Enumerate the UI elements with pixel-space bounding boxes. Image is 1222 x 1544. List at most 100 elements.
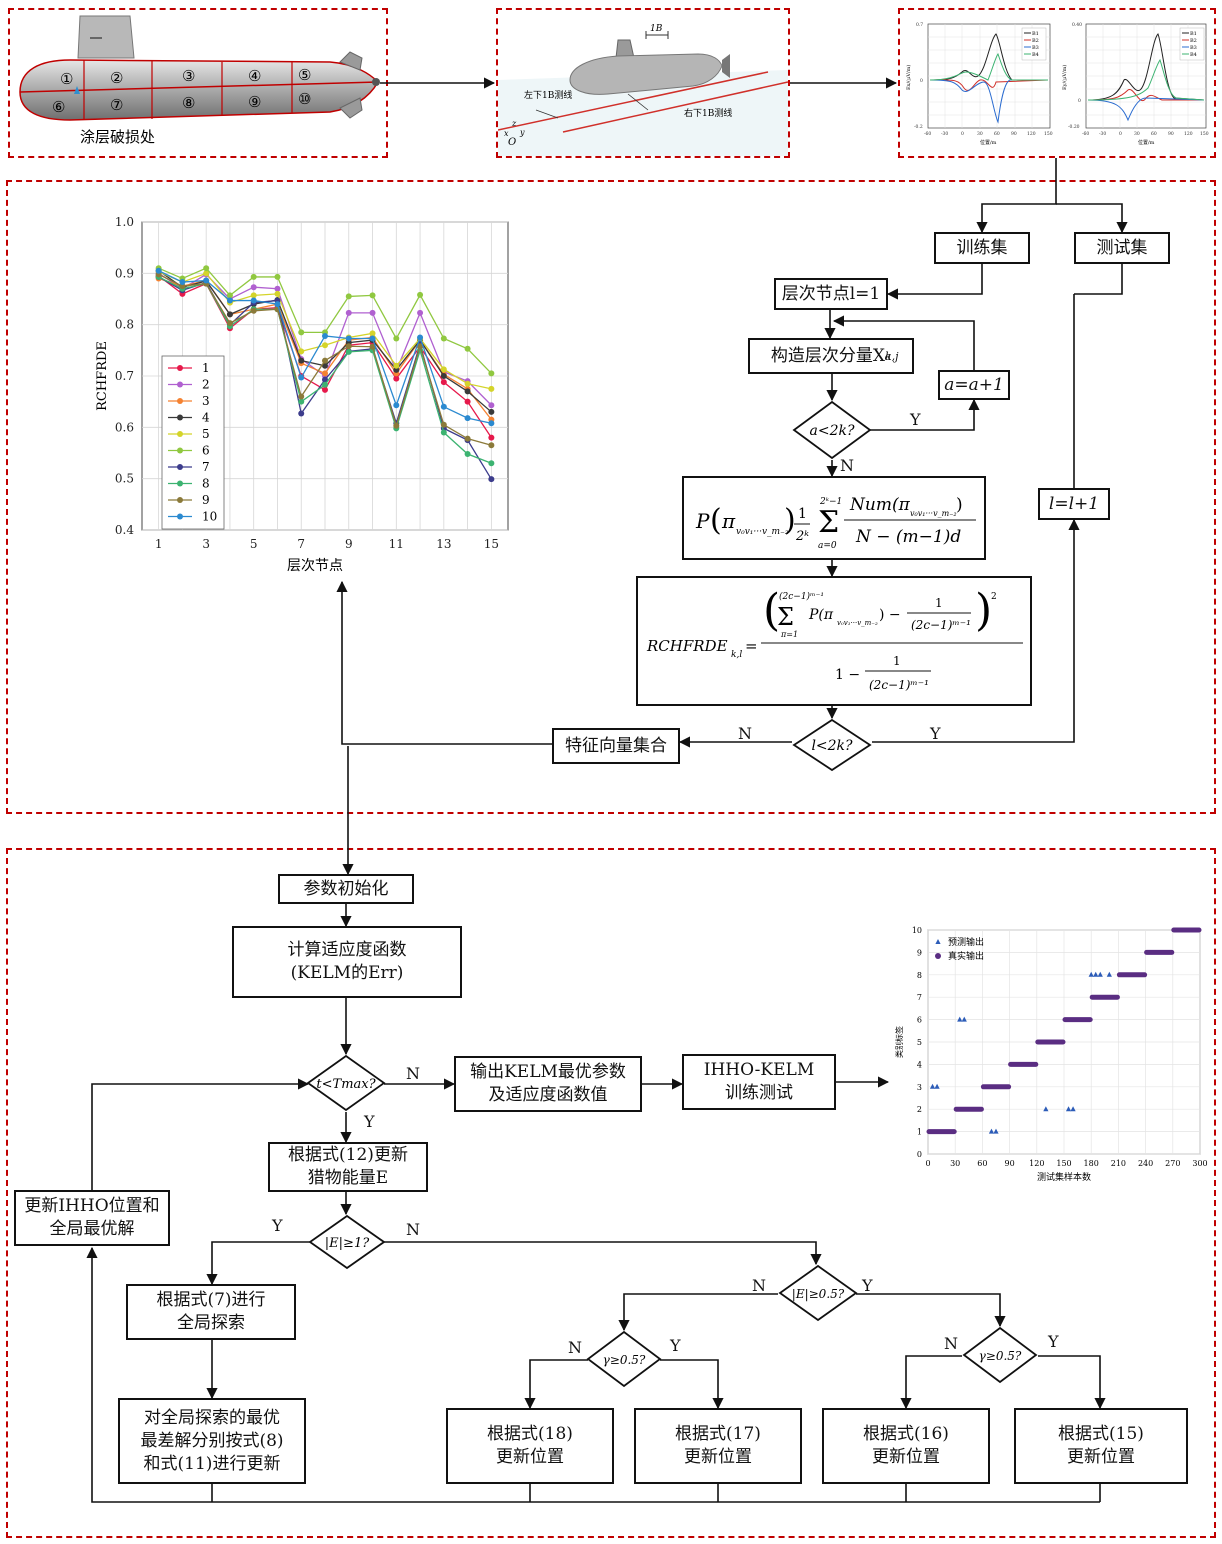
cond-r-right-yes: Y: [1048, 1332, 1059, 1351]
svg-text:P(π: P(π: [808, 607, 834, 623]
data-point-10: [179, 279, 186, 286]
legend-label-10: 10: [202, 510, 217, 524]
data-point-2: [274, 285, 281, 292]
svg-text:(2c−1)ᵐ⁻¹: (2c−1)ᵐ⁻¹: [869, 678, 929, 692]
panel-optimization: [6, 848, 1216, 1538]
x-tick-label: 210: [1111, 1159, 1126, 1168]
data-point-8: [298, 398, 305, 405]
left-ylabel: Ex/(μV/m): [905, 65, 912, 90]
legend-box: [161, 355, 225, 530]
data-point-10: [298, 374, 305, 381]
right-xtick: 30: [1134, 131, 1140, 137]
legend-marker-true: [935, 953, 941, 959]
x-axis-label: 层次节点: [287, 558, 343, 574]
data-point-1: [488, 434, 495, 441]
right-ytick: -0.20: [1068, 124, 1080, 130]
cond-a-diamond: a<2k?: [792, 400, 872, 460]
cond-r-left-no: N: [568, 1338, 582, 1357]
legend-marker-10: [177, 513, 183, 520]
y-tick-label: 7: [917, 993, 922, 1002]
left-legend-4: B4: [1032, 52, 1039, 58]
svg-text:v₀v₁···v_m₋₂: v₀v₁···v_m₋₂: [910, 509, 957, 518]
y-tick-label: 3: [917, 1083, 922, 1092]
svg-text:RCHFRDE: RCHFRDE: [646, 637, 728, 655]
data-point-8: [345, 348, 352, 355]
field-plot-left: B1 B2 B3 B4 Ex/(μV/m) 位置/m 0.7 0 -0.2 -6…: [905, 22, 1053, 146]
left-ytick: 0.7: [916, 22, 923, 28]
data-point-6: [274, 273, 281, 280]
svg-text:π: π: [721, 509, 736, 533]
legend-marker-9: [177, 497, 183, 503]
right-line-label: 右下1B测线: [684, 107, 732, 119]
train-set-box: 训练集: [934, 232, 1030, 264]
data-point-10: [464, 415, 471, 422]
svg-text:Σ: Σ: [777, 603, 794, 631]
data-point-6: [250, 273, 257, 280]
data-point-4: [440, 373, 447, 379]
right-xtick: -30: [1099, 131, 1106, 137]
test-set-box: 测试集: [1074, 232, 1170, 264]
x-tick-label: 15: [484, 537, 499, 551]
zone-label: ②: [110, 69, 123, 87]
legend-label-true: 真实输出: [948, 950, 984, 962]
cond-e05-diamond: |E|≥0.5?: [778, 1264, 858, 1322]
legend-label-8: 8: [202, 477, 210, 491]
x-tick-label: 11: [389, 537, 404, 551]
legend-marker-1: [177, 365, 183, 371]
axis-y: y: [519, 128, 525, 137]
cond-l-no: N: [738, 724, 752, 743]
panel-field-plots: [898, 8, 1216, 158]
x-tick-label: 270: [1165, 1159, 1180, 1168]
right-ytick: 0.40: [1072, 22, 1082, 28]
y-tick-label: 4: [917, 1060, 922, 1069]
energy-update-box: 根据式(12)更新 猎物能量E: [268, 1142, 428, 1192]
cond-l-label: l<2k?: [811, 738, 853, 754]
output-kelm-box: 输出KELM最优参数 及适应度函数值: [454, 1056, 642, 1112]
left-xtick: 0: [961, 131, 964, 137]
legend-marker-4: [177, 414, 183, 421]
right-legend-1: B1: [1190, 31, 1197, 37]
zone-label: ⑧: [182, 94, 195, 112]
svg-text:1: 1: [798, 506, 807, 522]
y-axis-label: RCHFRDE: [95, 341, 110, 411]
data-point-8: [464, 451, 471, 458]
predicted-output-point: [1106, 971, 1112, 977]
left-xtick: -30: [941, 131, 948, 137]
zone-label: ⑥: [52, 98, 65, 116]
x-tick-label: 0: [925, 1159, 930, 1168]
svg-text:2: 2: [991, 592, 997, 602]
cond-r-right-label: γ≥0.5?: [979, 1349, 1022, 1363]
y-tick-label: 0.4: [115, 523, 134, 537]
zone-label: ⑦: [110, 96, 123, 114]
x-tick-label: 150: [1056, 1159, 1071, 1168]
update-eq15-box: 根据式(15) 更新位置: [1014, 1408, 1188, 1484]
cond-r-right-diamond: γ≥0.5?: [962, 1326, 1038, 1384]
y-tick-label: 0.6: [115, 420, 134, 434]
data-point-9: [226, 320, 233, 327]
svg-text:): ): [784, 503, 796, 538]
legend-marker-7: [177, 464, 183, 470]
data-point-4: [393, 366, 400, 373]
feature-set-box: 特征向量集合: [552, 728, 680, 764]
legend-label-2: 2: [202, 378, 210, 392]
data-point-10: [274, 301, 281, 308]
data-point-4: [464, 388, 471, 395]
svg-text:v₀v₁···v_m₋₂: v₀v₁···v_m₋₂: [837, 619, 878, 627]
cond-e1-diamond: |E|≥1?: [308, 1214, 386, 1270]
data-point-1: [464, 398, 471, 405]
svg-text:Σ: Σ: [818, 505, 839, 540]
data-point-9: [322, 357, 328, 364]
update-eq16-box: 根据式(16) 更新位置: [822, 1408, 990, 1484]
cond-e05-no: N: [752, 1276, 766, 1295]
right-ytick: 0: [1078, 98, 1081, 104]
svg-text:(2c−1)ᵐ⁻¹: (2c−1)ᵐ⁻¹: [911, 618, 971, 632]
left-xtick: 60: [994, 131, 1000, 137]
y-tick-label: 1: [917, 1128, 922, 1137]
panel-feature-extraction: [6, 180, 1216, 814]
y-tick-label: 0: [917, 1150, 922, 1159]
data-point-9: [369, 343, 376, 350]
left-legend-2: B2: [1032, 38, 1039, 44]
right-xtick: 150: [1200, 131, 1209, 137]
cond-e1-no: N: [406, 1220, 420, 1239]
